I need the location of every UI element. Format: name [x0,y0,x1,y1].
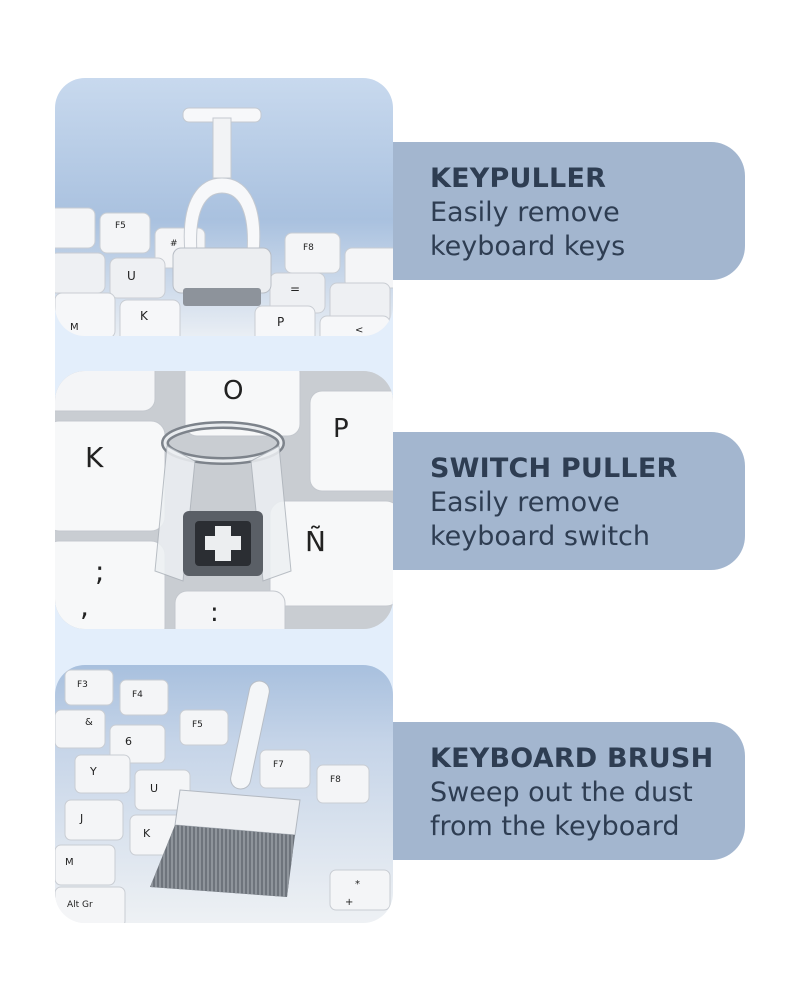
key-label: 6 [125,735,132,748]
feature-description-line: Easily remove [430,197,620,228]
feature-description-line: keyboard keys [430,231,626,262]
feature-card-keyboard-brush: KEYBOARD BRUSH Sweep out the dust from t… [393,722,745,860]
feature-title: KEYBOARD BRUSH [430,743,714,774]
keyboard-brush-tool [150,680,301,897]
keyboard-keys: O P K Ñ ; , : [55,371,393,629]
key-label: F8 [330,775,341,785]
feature-description-line: keyboard switch [430,521,651,552]
feature-card-switch-puller: SWITCH PULLER Easily remove keyboard swi… [393,432,745,570]
feature-title: KEYPULLER [430,163,607,194]
key-label: U [127,269,136,283]
feature-description-line: Easily remove [430,487,620,518]
keypuller-image: F5 # F8 U = K P < M [55,78,393,336]
feature-title: SWITCH PULLER [430,453,678,484]
key-label: F4 [132,690,143,700]
key-label: Y [89,765,97,778]
key-label: & [85,717,93,728]
feature-card-keypuller: KEYPULLER Easily remove keyboard keys [393,142,745,280]
key-label: J [79,812,83,825]
feature-description-line: Sweep out the dust [430,777,693,808]
switch-puller-image: O P K Ñ ; , : [55,371,393,629]
key-label: Alt Gr [67,900,93,910]
key-label: F5 [115,221,126,231]
key-label: Ñ [305,525,326,558]
key-label: K [85,441,104,474]
key-label: O [223,376,243,406]
key-label: P [277,315,284,329]
keyboard-brush-illustration: F3 F4 F5 & 6 Y F7 F8 U J K M Ñ [55,669,391,923]
key-label: < [355,325,363,336]
switch-puller-illustration: O P K Ñ ; , : [55,371,393,629]
keypuller-tool [172,107,272,306]
feature-description-line: from the keyboard [430,811,680,842]
key-label: : [210,598,219,628]
key-label: * [355,879,360,890]
key-label: P [333,414,349,444]
key-label: F7 [273,760,284,770]
key-label: = [290,282,300,296]
key-label: F8 [303,243,314,253]
keyboard-brush-image: F3 F4 F5 & 6 Y F7 F8 U J K M Ñ [55,665,393,923]
key-label: F5 [192,720,203,730]
keypuller-illustration: F5 # F8 U = K P < M [55,107,393,336]
key-label: F3 [77,680,88,690]
key-label: + [345,897,353,908]
switch-puller-tool [154,421,292,582]
key-label: K [140,309,149,323]
key-label: M [65,857,74,868]
key-label: # [170,239,178,249]
key-label: U [150,782,158,795]
key-label: K [143,827,151,840]
key-label: ; [95,555,104,588]
key-label: , [80,590,89,623]
keyboard-keys: F5 # F8 U = K P < M [55,207,393,336]
key-label: M [70,322,79,333]
